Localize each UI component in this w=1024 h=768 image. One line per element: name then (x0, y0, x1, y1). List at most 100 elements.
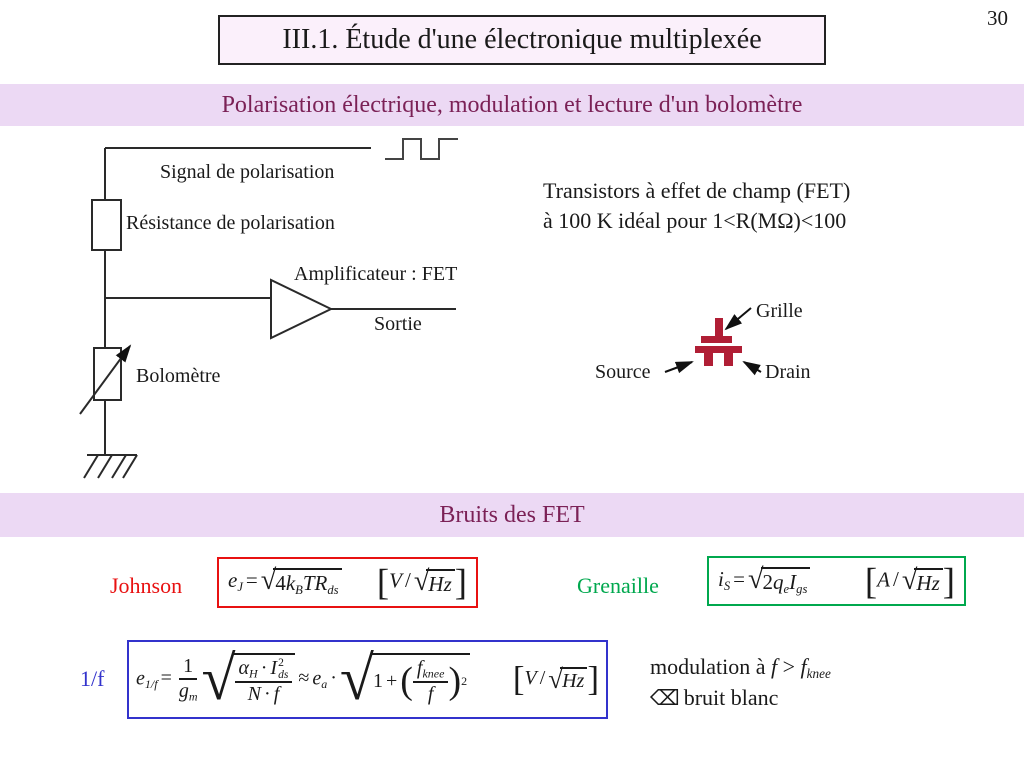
dot: · (264, 683, 271, 706)
var-i-cap: I (789, 569, 797, 594)
var-f: f (770, 654, 778, 679)
slash: / (405, 568, 411, 593)
resistor-label: Résistance de polarisation (126, 212, 335, 234)
fet-symbol (695, 318, 742, 366)
johnson-formula-box: eJ=√4kBTRds [V/√Hz] (217, 557, 478, 608)
dot: · (260, 656, 268, 679)
modulation-note: modulation à f > fknee ⌫bruit blanc (650, 654, 831, 711)
coef-2: 2 (762, 569, 774, 594)
flicker-label: 1/f (80, 666, 105, 691)
johnson-formula: eJ=√4kBTRds (228, 565, 342, 598)
radicand: 4kBTRds (273, 568, 342, 598)
square-wave-icon (385, 138, 458, 160)
radical-sign: √ (339, 644, 374, 713)
banner-polarisation-text: Polarisation électrique, modulation et l… (221, 91, 803, 118)
var-i-cap: I (270, 656, 278, 679)
num-1: 1 (372, 669, 383, 692)
right-bracket: ] (454, 561, 467, 603)
radicand: 2qeIgs (760, 566, 811, 597)
grenaille-unit: [A/√Hz] (865, 562, 955, 599)
sub-s: S (723, 578, 731, 593)
equals-sign: = (245, 568, 258, 593)
var-g: g (178, 679, 189, 702)
sqrt-group: √4kBTRds (260, 565, 342, 598)
grenaille-label: Grenaille (577, 573, 659, 598)
sqrt-hz: √Hz (548, 664, 588, 694)
amplifier-symbol (270, 278, 334, 340)
var-tr: TR (302, 571, 328, 596)
radical-sign: √ (260, 565, 277, 597)
modulation-line1: modulation à f > fknee (650, 654, 831, 682)
left-bracket: [ (512, 659, 525, 699)
sub-ds: ds (327, 582, 339, 597)
unit-hz: Hz (426, 569, 455, 597)
bolometer-label: Bolomètre (136, 365, 221, 387)
radical-sign: √ (413, 566, 430, 597)
johnson-unit: [V/√Hz] (377, 564, 467, 601)
approx-sign: ≈ (298, 667, 310, 690)
sub-1f: 1/f (144, 676, 158, 691)
fet-intro-line2: à 100 K idéal pour 1<R(MΩ)<100 (543, 208, 847, 233)
sqrt-hz: √Hz (413, 566, 455, 597)
fet-intro-line1: Transistors à effet de champ (FET) (543, 178, 851, 203)
signal-label: Signal de polarisation (160, 161, 335, 183)
equals-sign: = (160, 667, 172, 690)
num-1: 1 (179, 655, 198, 680)
unit-v: V (389, 568, 402, 593)
unit-hz: Hz (914, 567, 943, 596)
right-bracket: ] (942, 560, 955, 601)
resistor-symbol (91, 199, 122, 251)
var-e: e (228, 568, 238, 593)
flicker-unit: [V/√Hz] (513, 662, 599, 697)
var-k: k (285, 571, 296, 596)
johnson-label: Johnson (110, 573, 183, 598)
sub-j: J (237, 580, 243, 595)
var-e: e (136, 667, 145, 690)
left-bracket: [ (376, 561, 390, 603)
amplifier-label: Amplificateur : FET (294, 263, 458, 285)
drain-label: Drain (765, 361, 811, 383)
sub-knee: knee (422, 666, 445, 681)
slash: / (893, 566, 899, 591)
var-ea: e (312, 667, 322, 690)
circuit-wires (104, 147, 456, 455)
var-n: N (247, 683, 262, 706)
unit-hz: Hz (560, 667, 588, 693)
bolometer-symbol (79, 344, 132, 415)
radical-sign: √ (201, 644, 236, 713)
var-q: q (773, 569, 784, 594)
sub-gs: gs (796, 581, 808, 596)
page-number: 30 (987, 6, 1008, 30)
slide-title: III.1. Étude d'une électronique multiple… (282, 24, 762, 55)
sub-a: a (321, 676, 328, 691)
banner-fet-noise-text: Bruits des FET (439, 501, 585, 528)
fet-label-arrows (664, 307, 762, 376)
radical-sign: √ (548, 664, 564, 694)
unit-a: A (877, 566, 890, 591)
var-alpha: α (238, 656, 250, 679)
num-fknee: fknee (412, 656, 449, 684)
white-noise-text: bruit blanc (683, 684, 779, 710)
sqrt-group: √2qeIgs (747, 563, 811, 597)
title-box: III.1. Étude d'une électronique multiple… (218, 15, 826, 65)
var-f: f (416, 656, 423, 679)
erase-left-icon: ⌫ (650, 685, 680, 710)
radical-sign: √ (747, 563, 764, 595)
sup-2: 2 (278, 655, 284, 669)
slash: / (539, 667, 546, 690)
sup-2: 2 (461, 673, 468, 688)
gate-label: Grille (756, 300, 803, 322)
var-i: i (718, 566, 724, 591)
sub-b: B (295, 582, 303, 597)
radical-sign: √ (901, 564, 918, 596)
sub-ds: ds (278, 668, 289, 682)
